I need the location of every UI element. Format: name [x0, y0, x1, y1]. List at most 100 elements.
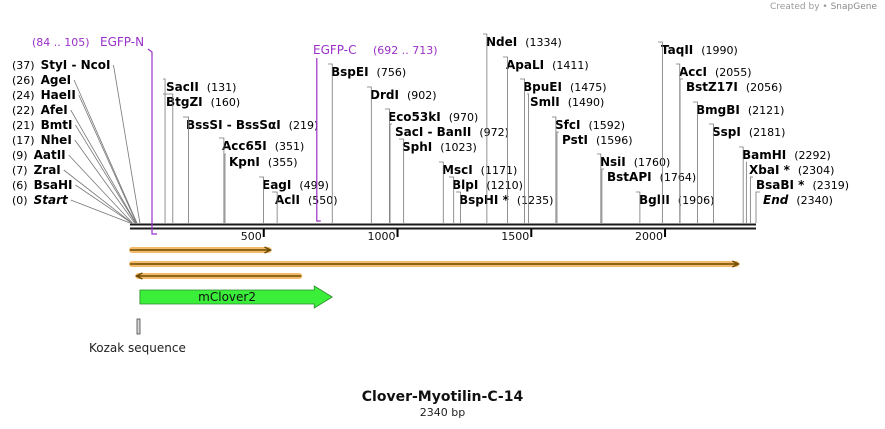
cut-site-position-btgzi: (160) — [211, 96, 241, 109]
cut-site-position-haeii: (24) — [12, 89, 35, 102]
primer-label-egfp-c[interactable]: EGFP-C — [313, 43, 356, 57]
primer-range-egfp-c: (692 .. 713) — [373, 44, 438, 57]
cut-site-connector — [70, 199, 131, 224]
cut-site-position-bsahi: (6) — [12, 179, 28, 192]
cut-site-position-aatii: (9) — [12, 149, 28, 162]
enzyme-label-afei[interactable]: AfeI — [41, 103, 68, 117]
enzyme-label-zrai[interactable]: ZraI — [34, 163, 61, 177]
ruler-label: 500 — [241, 230, 262, 243]
enzyme-label-sfci[interactable]: SfcI — [555, 118, 580, 132]
cut-site-connector — [601, 168, 604, 223]
cut-site-position-bsabi: (2319) — [812, 179, 849, 192]
cut-site-connector — [389, 123, 392, 223]
cut-site-connector — [385, 108, 390, 223]
enzyme-label-blpi[interactable]: BlpI — [452, 178, 478, 192]
cut-site-connector — [439, 161, 444, 223]
enzyme-label-btgzi[interactable]: BtgZI — [166, 95, 203, 109]
cut-site-connector — [449, 176, 455, 223]
cut-site-connector — [483, 33, 488, 223]
cut-site-connector — [224, 153, 226, 223]
enzyme-label-sspi[interactable]: SspI — [712, 125, 741, 139]
cut-site-connector — [74, 139, 135, 224]
enzyme-label-bmgbi[interactable]: BmgBI — [696, 103, 740, 117]
cut-site-connector — [739, 146, 744, 223]
primer-label-egfp-n[interactable]: EGFP-N — [100, 35, 144, 49]
enzyme-label-bsssi-bsss-i[interactable]: BssSI - BssSαI — [186, 118, 281, 132]
enzyme-label-bsahi[interactable]: BsaHI — [34, 178, 73, 192]
cut-site-connector — [163, 78, 166, 223]
snapgene-credit: Created by • SnapGene — [770, 2, 877, 12]
cut-site-connector — [520, 78, 525, 223]
enzyme-label-bstz17i[interactable]: BstZ17I — [686, 80, 738, 94]
cut-site-position-bspei: (756) — [377, 66, 407, 79]
cut-site-position-afei: (22) — [12, 104, 35, 117]
enzyme-label-psti[interactable]: PstI — [562, 133, 588, 147]
enzyme-label-xbai[interactable]: XbaI * — [749, 163, 791, 177]
enzyme-label-nsii[interactable]: NsiI — [600, 155, 626, 169]
enzyme-label-bpuei[interactable]: BpuEI — [523, 80, 562, 94]
enzyme-label-saci-banii[interactable]: SacI - BanII — [395, 125, 471, 139]
enzyme-label-eagi[interactable]: EagI — [262, 178, 291, 192]
enzyme-label-bamhi[interactable]: BamHI — [742, 148, 786, 162]
cut-site-connector — [70, 109, 137, 224]
cut-site-position-drdi: (902) — [407, 89, 437, 102]
cut-site-position-acli: (550) — [308, 194, 338, 207]
enzyme-label-drdi[interactable]: DrdI — [370, 88, 399, 102]
cut-site-position-saci-banii: (972) — [479, 126, 509, 139]
enzyme-label-aatii[interactable]: AatII — [34, 148, 66, 162]
cut-site-connector — [679, 78, 683, 223]
enzyme-label-sacii[interactable]: SacII — [166, 80, 199, 94]
enzyme-label-bsabi[interactable]: BsaBI * — [756, 178, 805, 192]
enzyme-label-sphi[interactable]: SphI — [402, 140, 432, 154]
enzyme-label-ndei[interactable]: NdeI — [486, 35, 517, 49]
enzyme-label-nhei[interactable]: NheI — [41, 133, 72, 147]
cut-site-position-sacii: (131) — [207, 81, 237, 94]
enzyme-label-bglii[interactable]: BglII — [639, 193, 670, 207]
cut-site-connector — [597, 153, 602, 223]
enzyme-label-kpni[interactable]: KpnI — [229, 155, 260, 169]
cut-site-connector — [219, 137, 225, 223]
enzyme-label-acli[interactable]: AclI — [275, 193, 300, 207]
cut-site-position-bamhi: (2292) — [794, 149, 831, 162]
cut-site-connector — [68, 154, 133, 224]
snapgene-logo-icon: • — [822, 2, 828, 12]
enzyme-label-haeii[interactable]: HaeII — [41, 88, 76, 102]
enzyme-label-acc65i[interactable]: Acc65I — [222, 139, 267, 153]
ruler-label: 1500 — [501, 230, 529, 243]
enzyme-label-bspei[interactable]: BspEI — [331, 65, 369, 79]
cut-site-connector — [755, 191, 760, 223]
enzyme-label-bmti[interactable]: BmtI — [41, 118, 73, 132]
enzyme-label-end[interactable]: End — [763, 193, 789, 207]
cut-site-position-bglii: (1906) — [678, 194, 715, 207]
cut-site-connector — [367, 86, 372, 223]
enzyme-label-taqii[interactable]: TaqII — [661, 43, 693, 57]
cut-site-position-kpni: (355) — [268, 156, 298, 169]
cut-site-connector — [259, 176, 264, 223]
cut-site-position-eco53ki: (970) — [449, 111, 479, 124]
enzyme-label-apali[interactable]: ApaLI — [506, 58, 544, 72]
enzyme-label-agei[interactable]: AgeI — [41, 73, 71, 87]
enzyme-label-styi-ncoi[interactable]: StyI - NcoI — [41, 58, 111, 72]
enzyme-label-start[interactable]: Start — [34, 193, 69, 207]
enzyme-label-eco53ki[interactable]: Eco53kI — [388, 110, 441, 124]
cut-site-connector — [749, 176, 753, 223]
enzyme-label-smli[interactable]: SmlI — [530, 95, 560, 109]
enzyme-label-bstapi[interactable]: BstAPI — [607, 170, 652, 184]
feature-label-kozak-sequence: Kozak sequence — [89, 341, 186, 355]
primer-binding-egfp-c[interactable] — [316, 58, 321, 222]
cut-site-position-bpuei: (1475) — [570, 81, 607, 94]
cut-site-position-bsssi-bsss-i: (219) — [289, 119, 319, 132]
enzyme-label-msci[interactable]: MscI — [442, 163, 473, 177]
cut-site-connector — [658, 41, 663, 223]
feature-kozak-sequence[interactable] — [136, 318, 141, 335]
ruler-label: 1000 — [368, 230, 396, 243]
cut-site-position-sfci: (1592) — [588, 119, 625, 132]
feature-label-mclover2: mClover2 — [198, 290, 256, 304]
enzyme-label-acci[interactable]: AccI — [679, 65, 707, 79]
cut-site-connector — [272, 191, 278, 223]
enzyme-label-bsphi[interactable]: BspHI * — [459, 193, 510, 207]
cut-site-connector — [113, 64, 141, 224]
feature-mclover2[interactable] — [139, 285, 334, 309]
cut-site-position-sspi: (2181) — [749, 126, 786, 139]
primer-binding-egfp-n[interactable] — [147, 48, 157, 235]
